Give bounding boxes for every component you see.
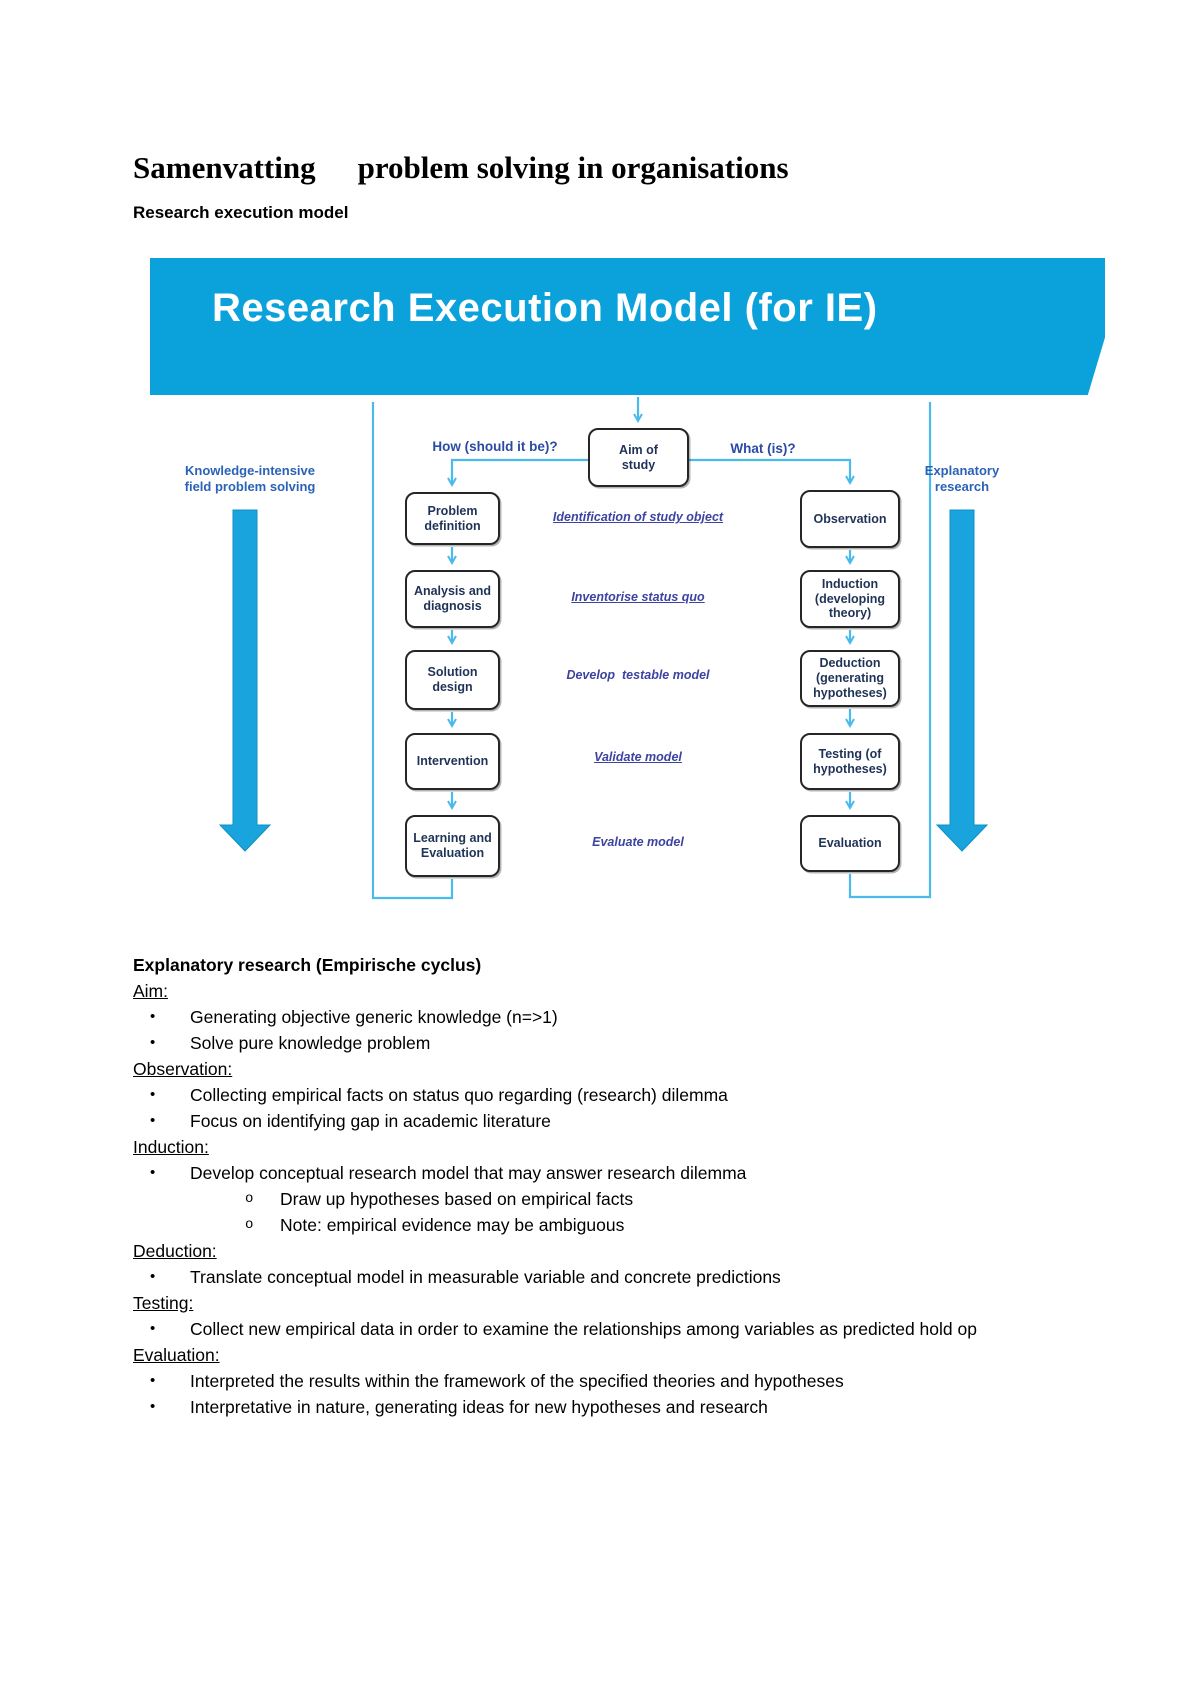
bullet-text: Focus on identifying gap in academic lit… bbox=[190, 1111, 551, 1131]
flow-box-right-3: Testing (of hypotheses) bbox=[800, 733, 900, 790]
notes-heading: Explanatory research (Empirische cyclus) bbox=[133, 955, 482, 975]
flow-box-left-2: Solution design bbox=[405, 650, 500, 710]
bullet-marker: • bbox=[150, 1112, 156, 1129]
flow-box-right-2: Deduction (generating hypotheses) bbox=[800, 650, 900, 707]
bullet-marker: • bbox=[150, 1086, 156, 1103]
note-section-heading: Observation: bbox=[133, 1059, 233, 1079]
bullet-marker: • bbox=[150, 1164, 156, 1181]
left-track-label: Knowledge-intensive field problem solvin… bbox=[184, 463, 316, 494]
big-down-arrow-right bbox=[935, 509, 989, 852]
note-bullet: • Solve pure knowledge problem bbox=[133, 1030, 1069, 1056]
diagram-banner: Research Execution Model (for IE) bbox=[150, 258, 1105, 395]
note-section-heading: Induction: bbox=[133, 1137, 209, 1157]
bullet-marker: • bbox=[150, 1034, 156, 1051]
how-label: How (should it be)? bbox=[432, 439, 558, 454]
bullet-text: Generating objective generic knowledge (… bbox=[190, 1007, 558, 1027]
center-label-2: Develop testable model bbox=[566, 668, 710, 682]
bullet-text: Collect new empirical data in order to e… bbox=[190, 1319, 977, 1339]
center-label-3: Validate model bbox=[594, 750, 682, 764]
page-title-rest: problem solving in organisations bbox=[357, 150, 789, 185]
flow-box-right-4: Evaluation bbox=[800, 815, 900, 872]
note-sub-bullet: o Draw up hypotheses based on empirical f… bbox=[133, 1186, 1069, 1212]
flow-box-left-4: Learning and Evaluation bbox=[405, 815, 500, 877]
page-title-word: Samenvatting bbox=[133, 150, 316, 185]
bullet-marker: • bbox=[150, 1268, 156, 1285]
bullet-marker: o bbox=[245, 1191, 254, 1207]
note-bullet: • Collecting empirical facts on status qu… bbox=[133, 1082, 1069, 1108]
bullet-text: Draw up hypotheses based on empirical fa… bbox=[280, 1189, 634, 1209]
flow-box-left-3: Intervention bbox=[405, 733, 500, 790]
note-section-heading: Evaluation: bbox=[133, 1345, 220, 1365]
page-subtitle: Research execution model bbox=[133, 203, 349, 222]
note-section-heading: Deduction: bbox=[133, 1241, 217, 1261]
note-bullet: • Collect new empirical data in order to … bbox=[133, 1316, 1069, 1342]
flow-box-aim: Aim of study bbox=[588, 428, 689, 487]
connector-aim-left bbox=[447, 458, 588, 488]
center-label-0: Identification of study object bbox=[552, 510, 724, 524]
diagram-banner-title: Research Execution Model (for IE) bbox=[212, 286, 878, 330]
flow-box-right-1: Induction (developing theory) bbox=[800, 570, 900, 628]
bullet-text: Collecting empirical facts on status quo… bbox=[190, 1085, 728, 1105]
notes-block: Explanatory research (Empirische cyclus)… bbox=[133, 952, 1069, 1420]
bullet-marker: o bbox=[245, 1217, 254, 1233]
bullet-text: Solve pure knowledge problem bbox=[190, 1033, 431, 1053]
connector-aim-right bbox=[689, 458, 855, 486]
note-bullet: • Translate conceptual model in measurabl… bbox=[133, 1264, 1069, 1290]
what-label: What (is)? bbox=[730, 441, 796, 456]
bullet-text: Interpretative in nature, generating ide… bbox=[190, 1397, 768, 1417]
bullet-text: Interpreted the results within the frame… bbox=[190, 1371, 844, 1391]
note-bullet: • Interpreted the results within the fram… bbox=[133, 1368, 1069, 1394]
note-bullet: • Focus on identifying gap in academic li… bbox=[133, 1108, 1069, 1134]
page-title: Samenvatting problem solving in organisat… bbox=[133, 150, 789, 186]
note-bullet: • Generating objective generic knowledge … bbox=[133, 1004, 1069, 1030]
center-label-1: Inventorise status quo bbox=[571, 590, 705, 604]
bullet-text: Note: empirical evidence may be ambiguou… bbox=[280, 1215, 625, 1235]
center-label-4: Evaluate model bbox=[592, 835, 684, 849]
bullet-marker: • bbox=[150, 1398, 156, 1415]
note-bullet: • Develop conceptual research model that … bbox=[133, 1160, 1069, 1186]
note-section-heading: Aim: bbox=[133, 981, 168, 1001]
flow-box-left-1: Analysis and diagnosis bbox=[405, 570, 500, 628]
flowchart-connectors bbox=[218, 397, 989, 900]
bullet-marker: • bbox=[150, 1008, 156, 1025]
bullet-marker: • bbox=[150, 1320, 156, 1337]
bullet-text: Translate conceptual model in measurable… bbox=[190, 1267, 781, 1287]
note-section-heading: Testing: bbox=[133, 1293, 194, 1313]
flow-box-left-0: Problem definition bbox=[405, 492, 500, 545]
flow-box-right-0: Observation bbox=[800, 490, 900, 548]
note-bullet: • Interpretative in nature, generating id… bbox=[133, 1394, 1069, 1420]
bullet-text: Develop conceptual research model that m… bbox=[190, 1163, 747, 1183]
feedback-loop-right bbox=[848, 402, 932, 899]
right-track-label: Explanatory research bbox=[924, 463, 1000, 494]
feedback-loop-left bbox=[371, 402, 454, 900]
bullet-marker: • bbox=[150, 1372, 156, 1389]
note-sub-bullet: o Note: empirical evidence may be ambiguo… bbox=[133, 1212, 1069, 1238]
big-down-arrow-left bbox=[218, 509, 272, 852]
